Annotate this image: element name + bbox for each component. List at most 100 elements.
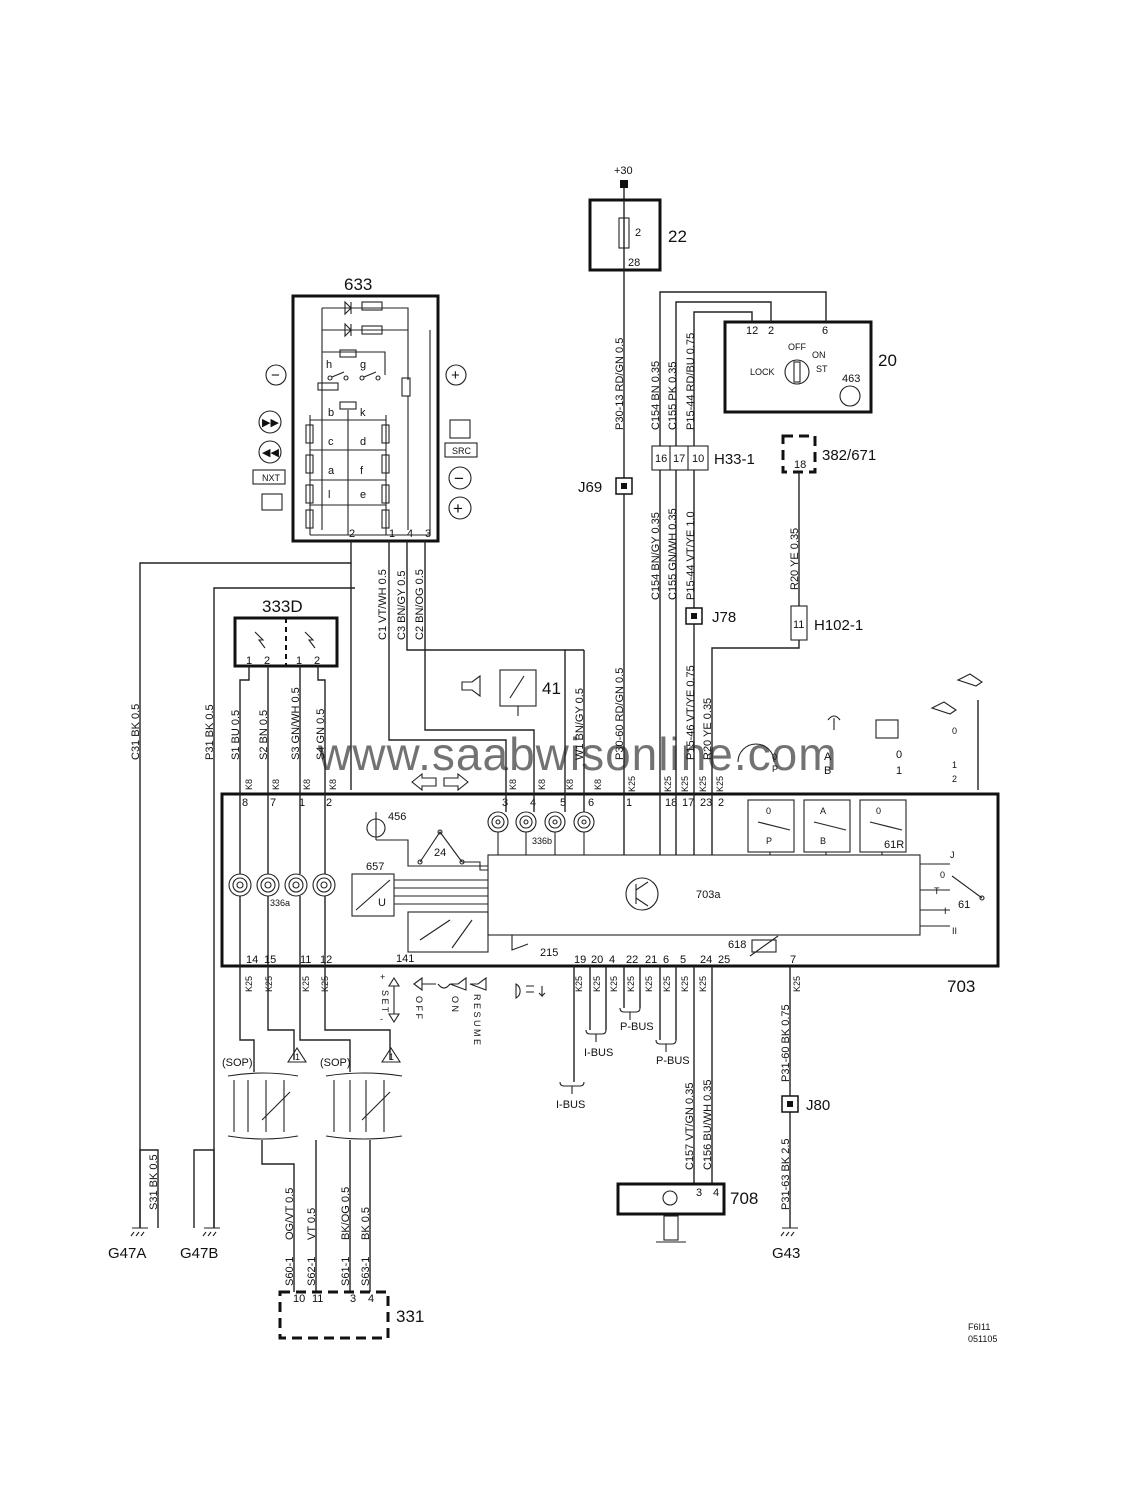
watermark: www.saabwisonline.com bbox=[317, 728, 838, 780]
washer-icon bbox=[827, 715, 841, 730]
wire-s2: S2 BN 0.5 bbox=[258, 710, 270, 760]
svg-text:20: 20 bbox=[591, 954, 603, 966]
svg-text:K25: K25 bbox=[592, 976, 602, 992]
svg-text:6: 6 bbox=[588, 797, 594, 809]
left-arrow-icon bbox=[411, 772, 437, 792]
washer-switch-ab bbox=[803, 799, 851, 853]
svg-text:O N: O N bbox=[450, 996, 460, 1012]
svg-text:K25: K25 bbox=[680, 776, 690, 792]
svg-text:NXT: NXT bbox=[262, 473, 281, 483]
svg-text:g: g bbox=[360, 359, 366, 371]
svg-text:21: 21 bbox=[645, 954, 657, 966]
svg-text:k: k bbox=[360, 407, 366, 419]
rear-wiper-icon bbox=[875, 719, 899, 739]
svg-text:3: 3 bbox=[350, 1293, 356, 1305]
wire-s4: S4 GN 0.5 bbox=[315, 709, 327, 760]
svg-text:K8: K8 bbox=[537, 779, 547, 790]
svg-text:703a: 703a bbox=[696, 889, 721, 901]
svg-text:17: 17 bbox=[673, 453, 685, 465]
svg-text:2: 2 bbox=[349, 528, 355, 540]
svg-text:U: U bbox=[378, 897, 386, 909]
svg-text:(SOP): (SOP) bbox=[222, 1057, 253, 1069]
svg-text:K8: K8 bbox=[271, 779, 281, 790]
svg-text:P: P bbox=[766, 836, 772, 846]
steering-lock-708 bbox=[616, 1182, 726, 1216]
svg-text:10: 10 bbox=[293, 1293, 305, 1305]
interval-wiper-icon-a bbox=[956, 673, 983, 687]
svg-text:7: 7 bbox=[790, 954, 796, 966]
wire-c157: C157 VT/GN 0.35 bbox=[684, 1083, 696, 1170]
svg-text:K25: K25 bbox=[244, 976, 254, 992]
volume-down-icon bbox=[448, 466, 472, 490]
svg-text:SRC: SRC bbox=[452, 446, 472, 456]
svg-text:LOCK: LOCK bbox=[750, 367, 775, 377]
svg-text:141: 141 bbox=[396, 953, 414, 965]
svg-text:OFF: OFF bbox=[788, 342, 806, 352]
svg-text:+: + bbox=[453, 499, 463, 518]
svg-text:-: - bbox=[380, 1014, 383, 1024]
src-badge bbox=[444, 442, 478, 458]
rear-wiper-switch-61r bbox=[859, 799, 907, 853]
svg-text:K25: K25 bbox=[698, 776, 708, 792]
svg-text:K25: K25 bbox=[609, 976, 619, 992]
svg-text:e: e bbox=[360, 489, 366, 501]
volume-up-icon bbox=[448, 496, 472, 520]
svg-text:4: 4 bbox=[407, 528, 413, 540]
key-icon bbox=[784, 359, 810, 385]
splice-j69-label: J69 bbox=[578, 479, 602, 496]
wire-w1: W1 BN/GY 0.5 bbox=[574, 688, 586, 760]
svg-text:3: 3 bbox=[696, 1187, 702, 1199]
steering-module-703 bbox=[220, 792, 1000, 968]
svg-text:657: 657 bbox=[366, 861, 384, 873]
component-463-label: 463 bbox=[842, 373, 860, 385]
svg-text:17: 17 bbox=[682, 797, 694, 809]
next-track-icon bbox=[258, 410, 282, 434]
svg-text:ON: ON bbox=[812, 350, 826, 360]
component-20-label: 20 bbox=[878, 351, 897, 370]
svg-text:4: 4 bbox=[609, 954, 615, 966]
brightness-up-icon bbox=[445, 364, 467, 386]
supply-terminal bbox=[620, 180, 628, 188]
svg-text:−: − bbox=[454, 469, 464, 488]
svg-text:K25: K25 bbox=[627, 776, 637, 792]
wire-s61-id: S61-1 bbox=[340, 1257, 352, 1286]
wire-s60-color: OG/VT 0.5 bbox=[284, 1188, 296, 1240]
svg-text:4: 4 bbox=[530, 797, 536, 809]
ground-icon-g47a bbox=[130, 1227, 148, 1237]
svg-text:3: 3 bbox=[502, 797, 508, 809]
connector-h33-1-label: H33-1 bbox=[714, 451, 755, 468]
wire-c3: C3 BN/GY 0.5 bbox=[396, 571, 408, 641]
wire-p15-46: P15-46 VT/YE 0.75 bbox=[685, 665, 697, 760]
svg-text:10: 10 bbox=[692, 453, 704, 465]
wire-r20-ye-b: R20 YE 0.35 bbox=[702, 698, 714, 760]
connector-h33-1 bbox=[651, 445, 709, 471]
svg-text:B: B bbox=[824, 765, 831, 777]
svg-text:1: 1 bbox=[389, 1052, 394, 1062]
supply-label: +30 bbox=[614, 165, 633, 177]
svg-text:II: II bbox=[952, 926, 957, 936]
transistor-icon bbox=[625, 877, 659, 911]
svg-text:4: 4 bbox=[713, 1187, 719, 1199]
svg-text:23: 23 bbox=[700, 797, 712, 809]
svg-text:P: P bbox=[772, 764, 778, 774]
wiper-icon bbox=[737, 743, 775, 763]
svg-text:f: f bbox=[360, 465, 364, 477]
svg-text:1: 1 bbox=[246, 655, 252, 667]
svg-text:K25: K25 bbox=[662, 976, 672, 992]
svg-text:b: b bbox=[328, 407, 334, 419]
controller-703a bbox=[487, 854, 921, 936]
svg-text:I-BUS: I-BUS bbox=[584, 1047, 613, 1059]
svg-text:2: 2 bbox=[314, 655, 320, 667]
svg-text:1: 1 bbox=[626, 797, 632, 809]
svg-text:K8: K8 bbox=[328, 779, 338, 790]
harness-labels-top: K8 K8 K8 K8 K8 K8 K8 K8 K25 K25 K25 K25 … bbox=[244, 776, 725, 792]
svg-text:24: 24 bbox=[434, 847, 446, 859]
svg-text:K8: K8 bbox=[302, 779, 312, 790]
svg-text:+: + bbox=[451, 367, 460, 384]
right-arrow-icon bbox=[443, 772, 469, 792]
brightness-down-icon bbox=[265, 364, 287, 386]
svg-text:18: 18 bbox=[665, 797, 677, 809]
ignition-switch-20 bbox=[723, 320, 873, 414]
wire-s63-color: BK 0.5 bbox=[360, 1207, 372, 1240]
